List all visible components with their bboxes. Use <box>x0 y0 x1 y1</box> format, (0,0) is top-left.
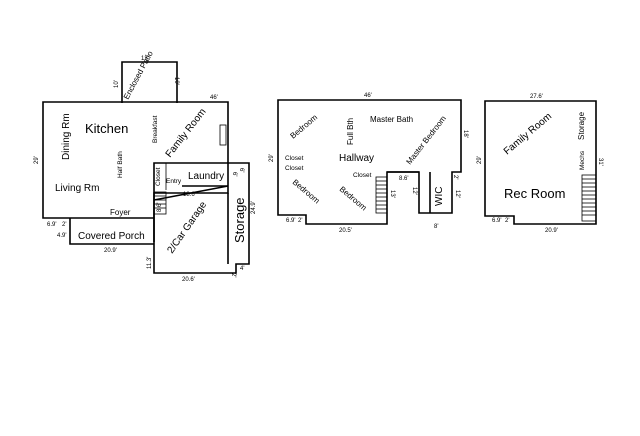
family-room-3-label: Family Room <box>502 111 554 157</box>
closet-label: Closet <box>155 167 162 186</box>
dim-floor3-bottom: 20.9' <box>545 228 558 234</box>
laundry-storage-outline <box>153 162 250 274</box>
dim-garage-step2: 2' <box>230 273 236 277</box>
dim-floor2-left: 29' <box>269 154 275 162</box>
dim-wic-right: 12' <box>454 190 460 198</box>
rec-room-label: Rec Room <box>504 186 565 201</box>
floor-2-stairs <box>375 176 388 214</box>
dim-floor3-step-left2: 2' <box>505 218 509 224</box>
dining-label: Dining Rm <box>61 113 72 160</box>
dim-kitchen-mid: 18.6' <box>183 192 196 198</box>
garage-label: 2/Car Garage <box>165 199 209 255</box>
closet-2-label: Closet <box>285 165 304 172</box>
dim-garage-left: 8.6' <box>157 203 163 213</box>
bedroom-3-label: Bedroom <box>338 185 369 213</box>
closet-3-label: Closet <box>353 172 372 179</box>
dim-garage-left2: 11.3' <box>147 257 153 269</box>
full-bath-label: Full Bth <box>346 118 355 145</box>
dim-porch-left2: 2' <box>62 222 66 228</box>
foyer-label: Foyer <box>110 208 131 217</box>
family-room-label: Family Room <box>164 107 209 160</box>
dim-porch-left: 6.9' <box>47 222 57 228</box>
laundry-label: Laundry <box>188 171 224 182</box>
entry-label: Entry <box>166 178 182 185</box>
breakfast-label: Breakfast <box>152 115 159 143</box>
bedroom-2-label: Bedroom <box>291 178 322 206</box>
dim-floor3-left: 29' <box>477 156 483 164</box>
kitchen-label: Kitchen <box>85 121 128 136</box>
dim-floor2-stair: 13' <box>389 190 395 198</box>
dim-patio-right: 10' <box>173 77 179 85</box>
master-bath-label: Master Bath <box>370 115 413 124</box>
floor-1: Enclosed Patio Kitchen Dining Rm Breakfa… <box>34 49 257 283</box>
dim-storage-right: 24.9' <box>251 201 257 214</box>
bedroom-1-label: Bedroom <box>289 113 320 141</box>
dim-floor3-step-left: 6.9' <box>492 218 502 224</box>
storage-3-label: Storage <box>577 111 586 140</box>
floor-2: Bedroom Full Bth Master Bath Hallway Mas… <box>269 93 468 234</box>
closet-1-label: Closet <box>285 155 304 162</box>
half-bath-label: Half Bath <box>117 151 124 178</box>
dim-floor2-step-left2: 2' <box>298 218 302 224</box>
floor-1-stairs <box>153 191 167 215</box>
dim-floor2-top: 46' <box>364 93 372 99</box>
dim-floor1-left: 29' <box>34 156 40 164</box>
storage-label: Storage <box>232 197 247 243</box>
covered-porch-label: Covered Porch <box>78 231 145 242</box>
dim-floor1-top: 46' <box>210 95 218 101</box>
patio-outline <box>121 61 178 103</box>
floor-3: Family Room Storage Mechs Rec Room 27.6'… <box>477 94 603 234</box>
covered-porch-outline <box>69 218 154 245</box>
dim-wic-left: 12' <box>411 187 417 195</box>
floor-3-outline <box>484 100 597 225</box>
dim-floor2-right: 18' <box>462 130 468 138</box>
dim-floor3-top: 27.6' <box>530 94 543 100</box>
mechs-label: Mechs <box>579 150 586 170</box>
dim-garage-step: 4' <box>240 266 244 272</box>
dim-garage-bottom: 20.6' <box>182 277 195 283</box>
dim-patio-top: 12' <box>141 56 149 62</box>
dim-floor3-right: 31' <box>597 158 603 166</box>
dim-floor2-step-left: 6.9' <box>286 218 296 224</box>
hallway-label: Hallway <box>339 153 374 164</box>
fireplace <box>219 124 227 146</box>
dim-floor2-bottom: 20.5' <box>339 228 352 234</box>
dim-laundry-side2: 6' <box>238 168 244 172</box>
floor-3-stairs <box>581 174 597 222</box>
dim-laundry-side: 6' <box>231 172 237 176</box>
enclosed-patio-label: Enclosed Patio <box>122 49 155 101</box>
wic-label: WIC <box>434 187 445 206</box>
dim-patio-left: 10' <box>114 80 120 88</box>
dim-porch-side: 4.9' <box>57 233 67 239</box>
dim-porch-bottom: 20.9' <box>104 248 117 254</box>
dim-floor2-notch: 2' <box>452 175 458 179</box>
dim-wic-bottom: 8' <box>434 224 438 230</box>
dim-floor2-closet: 8.6' <box>399 176 409 182</box>
living-room-label: Living Rm <box>55 183 99 194</box>
